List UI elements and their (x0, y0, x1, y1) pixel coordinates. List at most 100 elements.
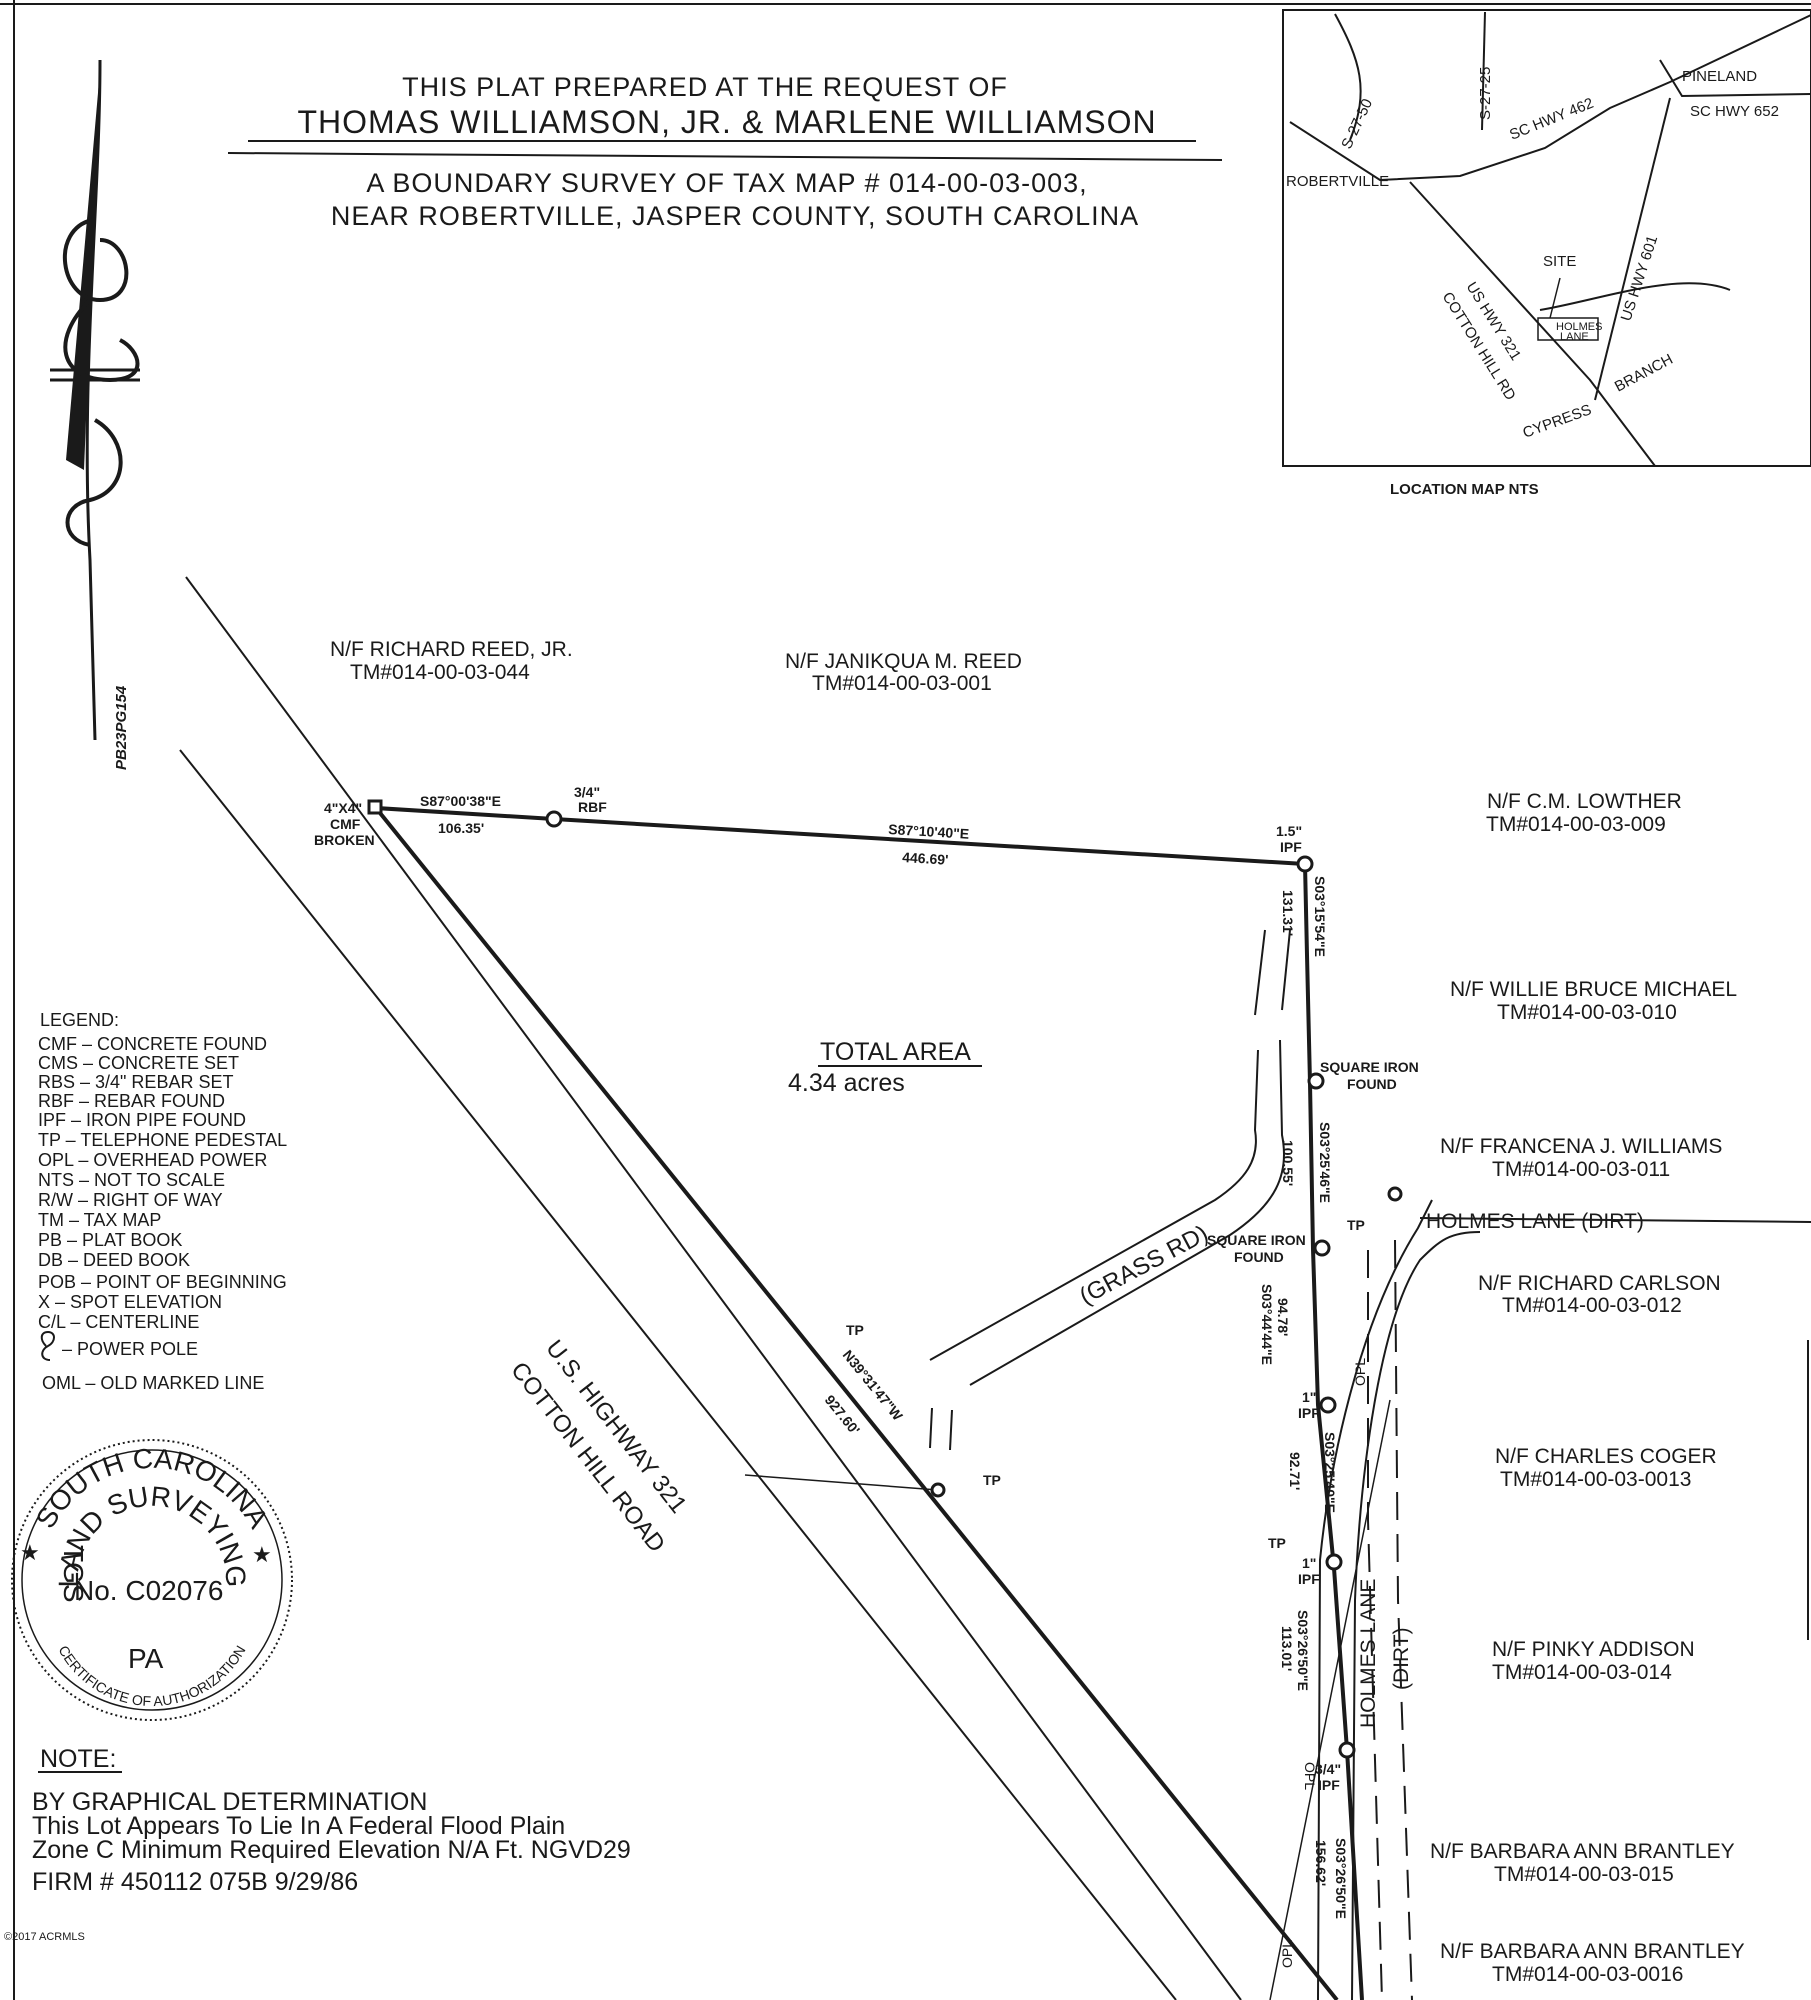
map-label-robertville: ROBERTVILLE (1286, 173, 1389, 190)
power-pole-symbol-2 (1387, 1186, 1403, 1202)
adjoiner-5-tm: TM#014-00-03-011 (1492, 1158, 1670, 1181)
opl-label-3: OPL (1279, 1940, 1295, 1968)
cmf-broken-monument (367, 799, 383, 815)
legend-item: IPF – IRON PIPE FOUND (38, 1110, 246, 1130)
highway-row-line-upper (185, 576, 1242, 2000)
call-9-distance: 927.60' (822, 1392, 863, 1438)
adjoiner-4-tm: TM#014-00-03-010 (1497, 1001, 1677, 1024)
cmf-broken-label: BROKEN (314, 832, 375, 848)
map-label-sc652: SC HWY 652 (1690, 103, 1779, 120)
highway-row-line-lower (179, 749, 1177, 2000)
tp-label-2: TP (983, 1472, 1001, 1488)
surveyor-seal: SOUTH CAROLINA LAND SURVEYING CERTIFICAT… (11, 1439, 293, 1721)
adjoiner-9-tm: TM#014-00-03-015 (1494, 1863, 1674, 1886)
legend: LEGEND: CMF – CONCRETE FOUND CMS – CONCR… (38, 1010, 287, 1393)
call-7-distance: 113.01' (1279, 1626, 1295, 1671)
map-label-holmes: HOLMES (1556, 321, 1602, 333)
adjoiner-3-tm: TM#014-00-03-009 (1486, 813, 1666, 836)
three-quarter-ipf-monument (1338, 1741, 1356, 1759)
title-line-3: A BOUNDARY SURVEY OF TAX MAP # 014-00-03… (366, 168, 1087, 198)
location-map: S-27-25 S-27-50 PINELAND SC HWY 462 SC H… (1282, 9, 1811, 467)
adjoiner-10-name: N/F BARBARA ANN BRANTLEY (1440, 1940, 1745, 1963)
holmes-lane-dashed-1 (1367, 1250, 1383, 2000)
holmes-lane-label: HOLMES LANE (DIRT) (1426, 1210, 1644, 1233)
call-1-bearing: S87°00'38"E (420, 793, 501, 809)
map-label-s2750: S-27-50 (1338, 96, 1376, 152)
adjoiner-7-name: N/F CHARLES COGER (1495, 1445, 1717, 1468)
map-label-s2725: S-27-25 (1477, 67, 1494, 120)
legend-item: RBS – 3/4" REBAR SET (38, 1072, 233, 1092)
seal-tgs: TGS (58, 1545, 89, 1603)
one-inch-label-1: 1" (1302, 1389, 1316, 1405)
map-label-lane: LANE (1560, 331, 1589, 343)
note-line-1: BY GRAPHICAL DETERMINATION (32, 1788, 427, 1816)
grass-road-right-trace (949, 1409, 953, 1451)
legend-item: DB – DEED BOOK (38, 1250, 190, 1270)
opl-label-1: OPL (1352, 1358, 1368, 1386)
legend-item: NTS – NOT TO SCALE (38, 1170, 225, 1190)
map-label-cypress: CYPRESS (1521, 401, 1594, 441)
seal-number: No. C02076 (74, 1575, 223, 1606)
call-4-bearing: S03°25'46"E (1317, 1122, 1333, 1203)
title-line-4: NEAR ROBERTVILLE, JASPER COUNTY, SOUTH C… (331, 201, 1139, 231)
scroll-ornament (50, 59, 140, 741)
rbf-size-label: 3/4" (574, 784, 600, 800)
adjoiner-10-tm: TM#014-00-03-0016 (1492, 1963, 1683, 1986)
adjoiner-9-name: N/F BARBARA ANN BRANTLEY (1430, 1840, 1735, 1863)
adjoiner-6-tm: TM#014-00-03-012 (1502, 1294, 1682, 1317)
legend-item: TM – TAX MAP (38, 1210, 161, 1230)
square-iron-label-1b: FOUND (1347, 1076, 1397, 1092)
legend-item: TP – TELEPHONE PEDESTAL (38, 1130, 287, 1150)
plat-book-reference: PB23PG154 (113, 685, 130, 770)
cmf-label: CMF (330, 816, 361, 832)
call-3-bearing: S03°15'54"E (1312, 876, 1328, 957)
adjoiner-4-name: N/F WILLIE BRUCE MICHAEL (1450, 978, 1737, 1001)
grass-road-edge-2 (969, 1039, 1286, 1386)
note-line-3: Zone C Minimum Required Elevation N/A Ft… (32, 1836, 631, 1864)
title-line-2: THOMAS WILLIAMSON, JR. & MARLENE WILLIAM… (297, 104, 1156, 140)
square-iron-label-2b: FOUND (1234, 1249, 1284, 1265)
note-line-4: FIRM # 450112 075B 9/29/86 (32, 1868, 358, 1896)
ipf-size-label: 1.5" (1276, 823, 1302, 839)
call-3-distance: 131.31' (1280, 890, 1296, 936)
square-iron-found-monument-2 (1313, 1239, 1331, 1257)
call-5-bearing: S03°44'44"E (1259, 1284, 1275, 1365)
legend-item: CMS – CONCRETE SET (38, 1053, 239, 1073)
map-label-us601: US HWY 601 (1618, 233, 1662, 323)
adjoiner-7-tm: TM#014-00-03-0013 (1500, 1468, 1691, 1491)
location-map-caption: LOCATION MAP NTS (1390, 481, 1539, 498)
ipf-label-2: IPF (1298, 1571, 1320, 1587)
call-8-distance: 156.62' (1313, 1840, 1329, 1886)
tp-label-4: TP (1268, 1535, 1286, 1551)
square-iron-label-1a: SQUARE IRON (1320, 1059, 1419, 1075)
call-8-bearing: S03°26'50"E (1333, 1838, 1349, 1919)
power-pole-icon (40, 1330, 55, 1361)
call-4-distance: 100.55' (1280, 1140, 1296, 1186)
legend-heading: LEGEND: (40, 1010, 119, 1030)
title-line-1: THIS PLAT PREPARED AT THE REQUEST OF (402, 72, 1008, 102)
tp-label-3: TP (1347, 1217, 1365, 1233)
call-6-distance: 92.71' (1287, 1452, 1303, 1490)
adjoiner-2-tm: TM#014-00-03-001 (812, 672, 992, 695)
legend-item: X – SPOT ELEVATION (38, 1292, 222, 1312)
seal-star-left: ★ (20, 1540, 40, 1565)
legend-item: R/W – RIGHT OF WAY (38, 1190, 223, 1210)
rebar-found-monument (545, 810, 563, 828)
tp-label-1: TP (846, 1322, 864, 1338)
boundary-line-highway (374, 806, 1339, 2000)
map-label-pineland: PINELAND (1682, 68, 1757, 85)
map-label-sc462: SC HWY 462 (1507, 95, 1596, 144)
square-iron-label-2a: SQUARE IRON (1207, 1232, 1306, 1248)
adjoiner-8-name: N/F PINKY ADDISON (1492, 1638, 1695, 1661)
telephone-line (744, 1474, 939, 1491)
call-1-distance: 106.35' (438, 820, 484, 836)
call-2-distance: 446.69' (902, 849, 949, 868)
legend-item: CMF – CONCRETE FOUND (38, 1034, 267, 1054)
note-heading: NOTE: (40, 1745, 116, 1773)
adjoiner-6-name: N/F RICHARD CARLSON (1478, 1272, 1721, 1295)
three-quarter-label: 3/4" (1315, 1761, 1341, 1777)
adjoiner-1-name: N/F RICHARD REED, JR. (330, 638, 573, 661)
grass-road-upper-trace (1254, 929, 1291, 1016)
legend-item: PB – PLAT BOOK (38, 1230, 182, 1250)
